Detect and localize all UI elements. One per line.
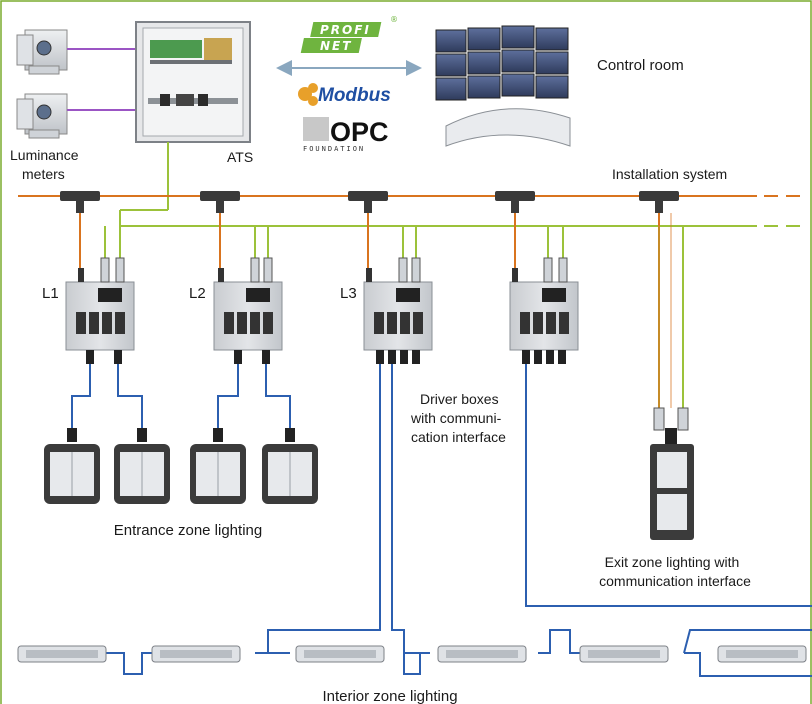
linear-luminaire-icon — [579, 645, 669, 663]
linear-luminaire-icon — [295, 645, 385, 663]
opc-foundation-text: FOUNDATION — [303, 145, 365, 153]
exit-luminaire-icon — [650, 407, 694, 540]
driver-boxes-label-1: Driver boxes — [420, 391, 499, 407]
t-connector-icon — [639, 191, 679, 213]
driver-box-label-L3: L3 — [340, 285, 357, 302]
floodlight-icon — [44, 428, 100, 504]
t-connector-icon — [60, 191, 100, 213]
floodlight-icon — [262, 428, 318, 504]
driver-box-L2 — [213, 257, 283, 364]
ats-label: ATS — [227, 149, 253, 165]
entrance-zone-label: Entrance zone lighting — [114, 522, 262, 539]
driver-boxes-label-2: with communi- — [410, 410, 502, 426]
installation-system-label: Installation system — [612, 166, 727, 182]
luminance-meter-icon — [16, 29, 68, 75]
modbus-text: Modbus — [318, 85, 391, 106]
floodlight-icon — [114, 428, 170, 504]
driver-box-label-L1: L1 — [42, 285, 59, 302]
exit-zone-label-1: Exit zone lighting with — [605, 554, 740, 570]
video-wall-icon — [435, 25, 571, 147]
luminance-label-2: meters — [22, 166, 65, 182]
driver-box-label-L2: L2 — [189, 285, 206, 302]
opc-foundation-logo: OPC FOUNDATION — [303, 117, 389, 153]
driver-box-L3 — [363, 257, 433, 364]
driver-box-L4 — [509, 257, 579, 364]
t-connector-icon — [495, 191, 535, 213]
driver-boxes-label-3: cation interface — [411, 429, 506, 445]
luminance-meter-icon — [16, 93, 68, 139]
linear-luminaire-icon — [437, 645, 527, 663]
profinet-logo: PROFI NET ® — [300, 15, 398, 53]
driver-box-L1 — [65, 257, 135, 364]
linear-luminaire-icon — [17, 645, 107, 663]
exit-zone-label-2: communication interface — [599, 573, 751, 589]
luminance-label-1: Luminance — [10, 147, 79, 163]
control-room-label: Control room — [597, 57, 684, 74]
profinet-reg-mark: ® — [390, 15, 398, 24]
profinet-top-text: PROFI — [320, 23, 371, 37]
interior-zone-label: Interior zone lighting — [322, 688, 457, 704]
t-connector-icon — [200, 191, 240, 213]
control-cabinet-icon — [135, 21, 251, 143]
linear-luminaire-icon — [151, 645, 241, 663]
profinet-bottom-text: NET — [320, 39, 352, 53]
floodlight-icon — [190, 428, 246, 504]
opc-text: OPC — [330, 117, 389, 147]
modbus-logo: Modbus — [298, 83, 391, 106]
t-connector-icon — [348, 191, 388, 213]
linear-luminaire-icon — [717, 645, 807, 663]
